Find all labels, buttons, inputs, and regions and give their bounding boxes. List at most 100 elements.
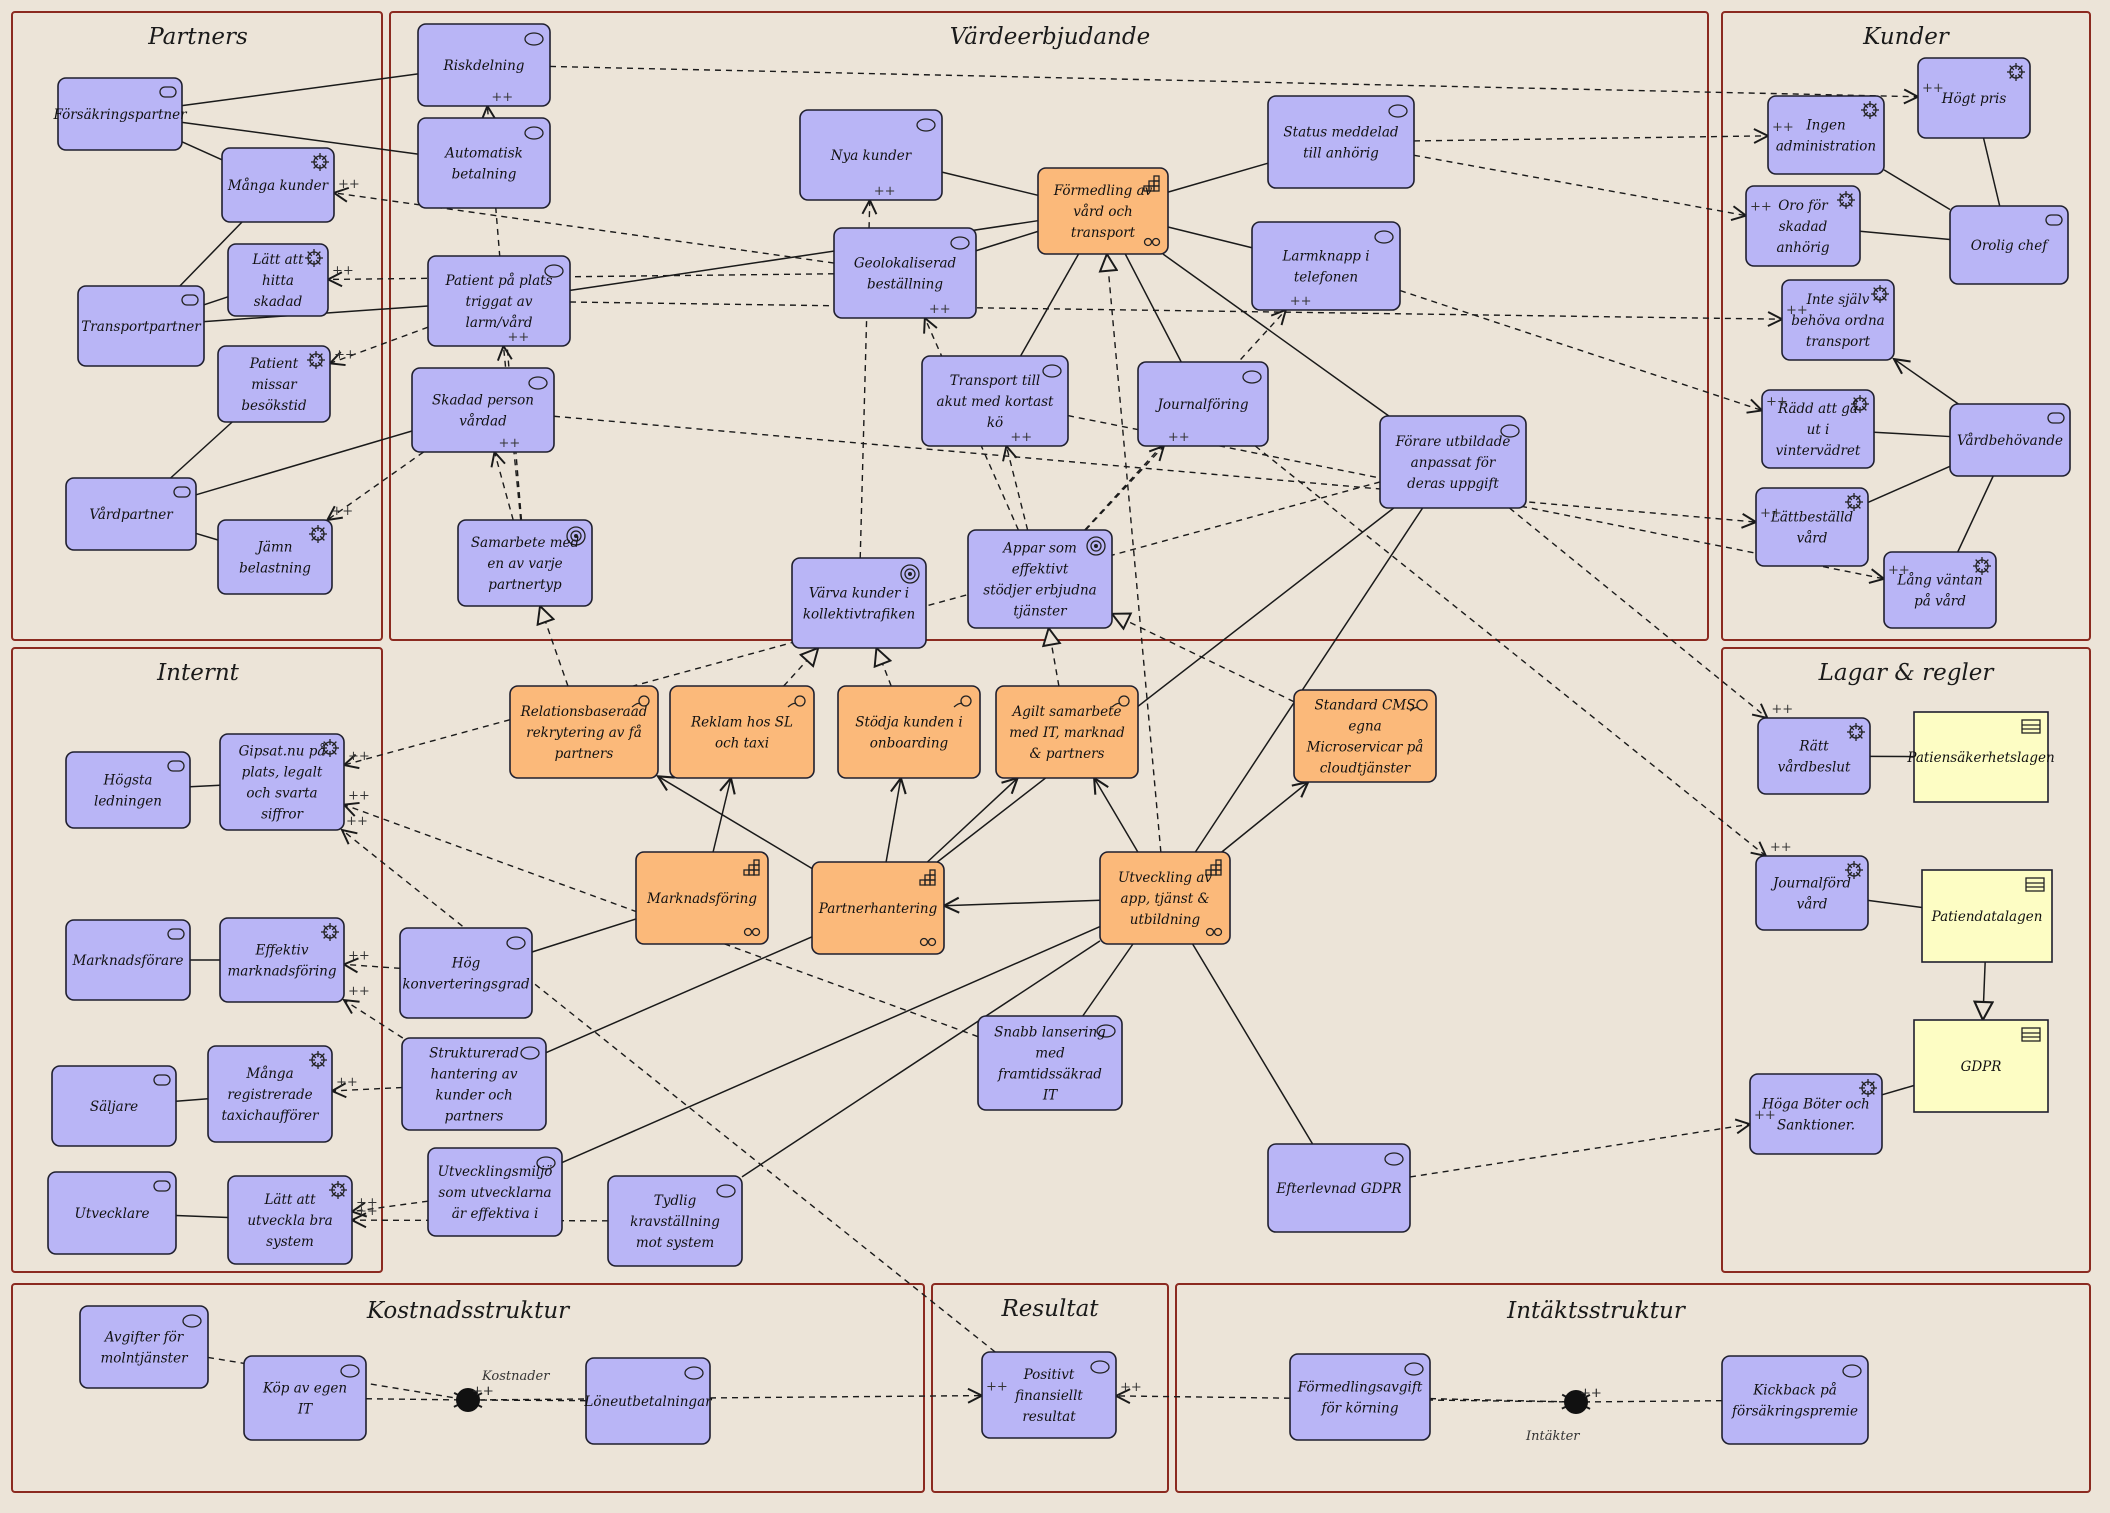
relation-formedling-status[interactable]	[1167, 162, 1269, 193]
element-gdpr[interactable]: GDPR	[1913, 1019, 2049, 1113]
element-partnerhantering[interactable]: Partnerhantering	[811, 861, 945, 955]
relation-vardbehovande-lattbestalld[interactable]	[1867, 465, 1951, 504]
relation-vardbehovande-inte_sjalv[interactable]	[1894, 359, 1959, 405]
relation-partnerhantering-strukturerad[interactable]	[545, 936, 813, 1054]
relation-gdpr_efterlevnad-hoga_boter[interactable]	[1409, 1124, 1750, 1178]
relation-formedling-transport_akut[interactable]	[1019, 253, 1080, 357]
relation-hog_konv-effektiv_mf[interactable]	[344, 964, 401, 968]
relation-partnerhantering-forare[interactable]	[936, 507, 1395, 863]
relation-marknadsforing-reklam[interactable]	[712, 778, 731, 853]
relation-samarbete-skadad_vardad[interactable]	[495, 452, 514, 521]
element-gdpr_efterlevnad[interactable]: Efterlevnad GDPR	[1267, 1143, 1411, 1233]
relation-status-ingen_adm[interactable]	[1413, 136, 1768, 141]
relation-formedling-nya_kunder[interactable]	[941, 171, 1039, 197]
relation-kickback-j_intakt[interactable]	[1576, 1401, 1723, 1402]
relation-utvecklare-latt_utveckla[interactable]	[175, 1214, 229, 1219]
relation-utveckling-forare[interactable]	[1194, 507, 1424, 853]
element-lonebet[interactable]: Löneutbetalningar	[583, 1357, 713, 1445]
relation-saljare-manga_reg[interactable]	[175, 1098, 209, 1102]
relation-lonebet-j_kost[interactable]	[468, 1400, 587, 1401]
relation-utveckling-standard_cms[interactable]	[1221, 782, 1308, 853]
relation-formedling-forare[interactable]	[1162, 253, 1390, 417]
relation-geolok-latt_hitta[interactable]	[328, 274, 835, 280]
relation-appar-transport_akut[interactable]	[1006, 446, 1029, 531]
element-forsakringspartner[interactable]: Försäkringspartner	[52, 77, 188, 151]
relation-status-oro[interactable]	[1413, 154, 1746, 215]
relation-geolok-manga_kunder[interactable]	[334, 193, 835, 264]
element-marknadsforing[interactable]: Marknadsföring	[635, 851, 769, 945]
relation-transport_akut-lang_vantan[interactable]	[1067, 414, 1884, 579]
element-patsak[interactable]: Patiensäkerhetslagen	[1906, 711, 2055, 803]
relation-orolig_chef-hogt_pris[interactable]	[1982, 137, 2001, 207]
relation-vardpartner-jamn[interactable]	[195, 532, 219, 541]
relation-vardbehovande-lang_vantan[interactable]	[1957, 475, 1994, 553]
relation-hoga_boter-gdpr[interactable]	[1881, 1084, 1915, 1096]
relation-journalford-patientdatalagen[interactable]	[1867, 899, 1923, 909]
relation-patientdatalagen-gdpr[interactable]	[1983, 961, 1985, 1020]
element-marknadsforare[interactable]: Marknadsförare	[65, 919, 191, 1001]
junction-j_kost[interactable]: Kostnader	[456, 1369, 550, 1412]
element-utvecklare[interactable]: Utvecklare	[47, 1171, 177, 1255]
relation-partnerhantering-relationsbaserad[interactable]	[658, 776, 813, 870]
element-nya_kunder[interactable]: Nya kunder	[799, 109, 943, 201]
relation-utvmiljo-latt_utveckla[interactable]	[352, 1200, 429, 1211]
element-saljare[interactable]: Säljare	[51, 1065, 177, 1147]
element-vardbehovande[interactable]: Vårdbehövande	[1949, 403, 2071, 477]
relation-utveckling-formedling[interactable]	[1107, 254, 1162, 853]
relation-formedling-geolok[interactable]	[975, 230, 1039, 252]
relation-utveckling-agilt[interactable]	[1094, 778, 1139, 853]
relation-skadad_vardad-jamn[interactable]	[327, 451, 424, 520]
relation-utveckling-snabb[interactable]	[1082, 943, 1134, 1017]
relation-hogsta-gipsat[interactable]	[189, 784, 221, 788]
relation-stodja-varva[interactable]	[876, 648, 891, 687]
relation-forsakringspartner-riskdelning[interactable]	[181, 73, 419, 107]
element-transportpartner[interactable]: Transportpartner	[77, 285, 205, 367]
relation-relationsbaserad-samarbete[interactable]	[540, 606, 569, 687]
relation-appar-journalforing[interactable]	[1085, 446, 1164, 531]
element-orolig_chef[interactable]: Orolig chef	[1949, 205, 2069, 285]
relation-utveckling-utvmiljo[interactable]	[561, 925, 1101, 1164]
relation-utveckling-gdpr_efterlevnad[interactable]	[1191, 943, 1314, 1145]
relation-transportpartner-latt_hitta[interactable]	[203, 296, 229, 306]
relation-strukturerad-manga_reg[interactable]	[332, 1088, 403, 1091]
relation-vardpartner-skadad_vardad[interactable]	[195, 430, 413, 496]
relation-strukturerad-effektiv_mf[interactable]	[344, 1000, 404, 1039]
relation-partnerhantering-agilt[interactable]	[926, 778, 1017, 863]
relation-positivt-gipsat[interactable]	[342, 830, 996, 1353]
relation-formedling-journalforing[interactable]	[1124, 253, 1182, 363]
relation-utveckling-tydlig[interactable]	[741, 940, 1101, 1178]
